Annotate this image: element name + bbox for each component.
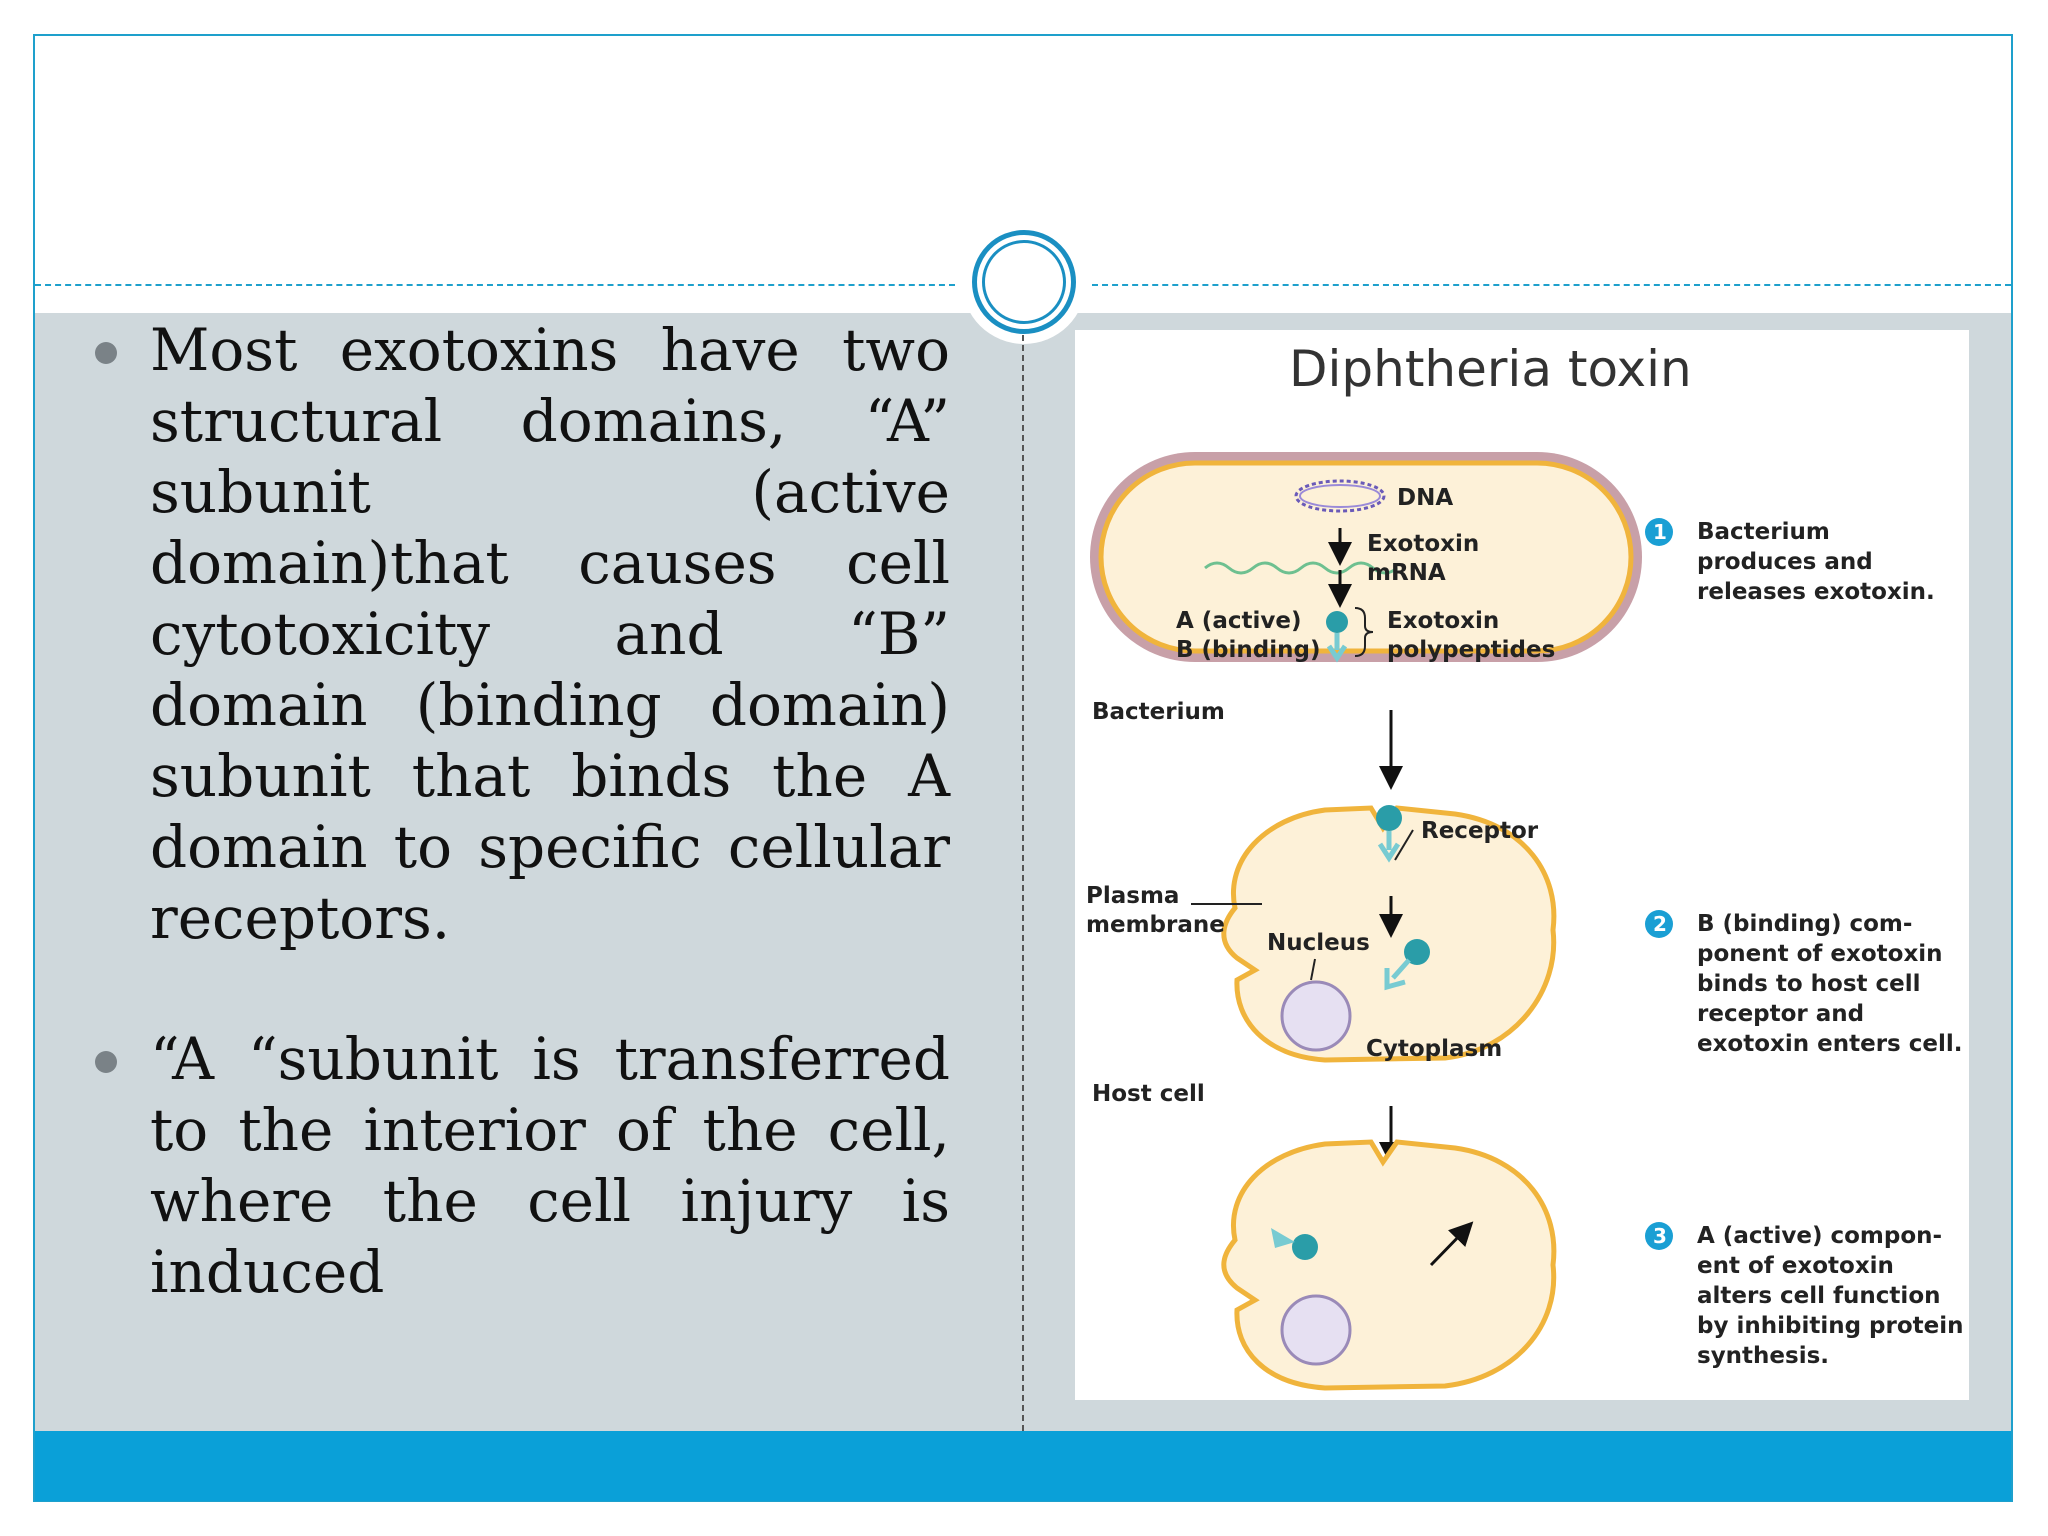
bacterium-cytoplasm	[1098, 460, 1634, 654]
host-cell-label: Host cell	[1092, 1081, 1205, 1107]
exotoxin-mrna-label-2: mRNA	[1367, 560, 1446, 586]
step-3-line: synthesis.	[1697, 1343, 1829, 1369]
divider-circle-icon	[982, 240, 1066, 324]
exotoxin-mrna-label-1: Exotoxin	[1367, 531, 1479, 557]
step-3-line: alters cell function	[1697, 1283, 1941, 1309]
dna-plasmid-icon	[1294, 479, 1386, 513]
toxin-b-inside-icon	[1384, 958, 1411, 991]
dna-strand-icon	[1299, 484, 1381, 508]
bullet-item: Most exotoxins have two structural domai…	[95, 315, 950, 954]
step-1-badge-icon	[1645, 518, 1673, 546]
b-subunit-icon	[1326, 633, 1348, 663]
toxin-a-final-icon	[1292, 1234, 1318, 1260]
a-subunit-icon	[1326, 611, 1348, 633]
bullet-dot-icon	[95, 342, 117, 364]
inhibition-arrow-icon	[1429, 1221, 1474, 1267]
plasma-membrane-label-1: Plasma	[1086, 883, 1179, 909]
polypeptide-brace-icon	[1354, 607, 1374, 657]
step-3-line: by inhibiting protein	[1697, 1313, 1964, 1339]
receptor-pointer	[1394, 829, 1414, 861]
toxin-b-final-icon	[1271, 1228, 1295, 1248]
figure-title: Diphtheria toxin	[1289, 340, 1692, 398]
step-2-line: B (binding) com-	[1697, 911, 1912, 937]
text-panel: Most exotoxins have two structural domai…	[95, 315, 950, 1308]
bullet-text: Most exotoxins have two structural domai…	[150, 316, 950, 952]
step-3-line: A (active) compon-	[1697, 1223, 1942, 1249]
header-divider-left	[35, 284, 955, 286]
mrna-strand-icon	[1204, 561, 1398, 575]
step-1-line: releases exotoxin.	[1697, 579, 1935, 605]
step-3-line: ent of exotoxin	[1697, 1253, 1894, 1279]
step-2-line: receptor and	[1697, 1001, 1864, 1027]
host-cell-membrane-final	[1221, 1139, 1557, 1391]
plasma-membrane-label-2: membrane	[1086, 912, 1225, 938]
step-3-number: 3	[1653, 1224, 1667, 1248]
toxin-a-icon	[1376, 805, 1402, 831]
toxin-a-inside-icon	[1404, 939, 1430, 965]
step-2-line: ponent of exotoxin	[1697, 941, 1943, 967]
b-binding-label: B (binding)	[1176, 637, 1320, 663]
polypeptides-label-2: polypeptides	[1387, 637, 1555, 663]
bottom-accent-bar	[35, 1431, 2011, 1501]
diagram-canvas: Diphtheria toxin DNA Exotoxin mRNA A (ac…	[1086, 340, 1964, 1391]
diphtheria-figure: Diphtheria toxin DNA Exotoxin mRNA A (ac…	[1075, 330, 1969, 1400]
receptor-label: Receptor	[1421, 818, 1539, 844]
bullet-item: “A “subunit is transferred to the interi…	[95, 1024, 950, 1308]
step-3-annotation: 3 A (active) compon- ent of exotoxin alt…	[1645, 1222, 1964, 1369]
bacterium-label: Bacterium	[1092, 699, 1225, 725]
step-2-line: binds to host cell	[1697, 971, 1921, 997]
step-2-annotation: 2 B (binding) com- ponent of exotoxin bi…	[1645, 910, 1962, 1057]
toxin-b-icon	[1377, 831, 1401, 863]
nucleus-label: Nucleus	[1267, 930, 1370, 956]
dna-label: DNA	[1397, 485, 1453, 511]
bullet-dot-icon	[95, 1051, 117, 1073]
nucleus-pointer	[1310, 958, 1316, 981]
step-1-annotation: 1 Bacterium produces and releases exotox…	[1645, 518, 1935, 605]
step-1-line: produces and	[1697, 549, 1873, 575]
header-divider-right	[1092, 284, 2011, 286]
bullet-text: “A “subunit is transferred to the interi…	[150, 1025, 950, 1306]
column-divider	[1022, 335, 1024, 1431]
step-2-line: exotoxin enters cell.	[1697, 1031, 1962, 1057]
step-1-number: 1	[1653, 520, 1667, 544]
step-3-badge-icon	[1645, 1222, 1673, 1250]
a-active-label: A (active)	[1176, 608, 1301, 634]
cytoplasm-label: Cytoplasm	[1366, 1036, 1502, 1062]
divider-circle-ring	[972, 230, 1076, 334]
step-2-number: 2	[1653, 912, 1667, 936]
polypeptides-label-1: Exotoxin	[1387, 608, 1499, 634]
nucleus-final-icon	[1280, 1294, 1352, 1366]
step-1-line: Bacterium	[1697, 519, 1830, 545]
nucleus-icon	[1280, 980, 1352, 1052]
step-2-badge-icon	[1645, 910, 1673, 938]
